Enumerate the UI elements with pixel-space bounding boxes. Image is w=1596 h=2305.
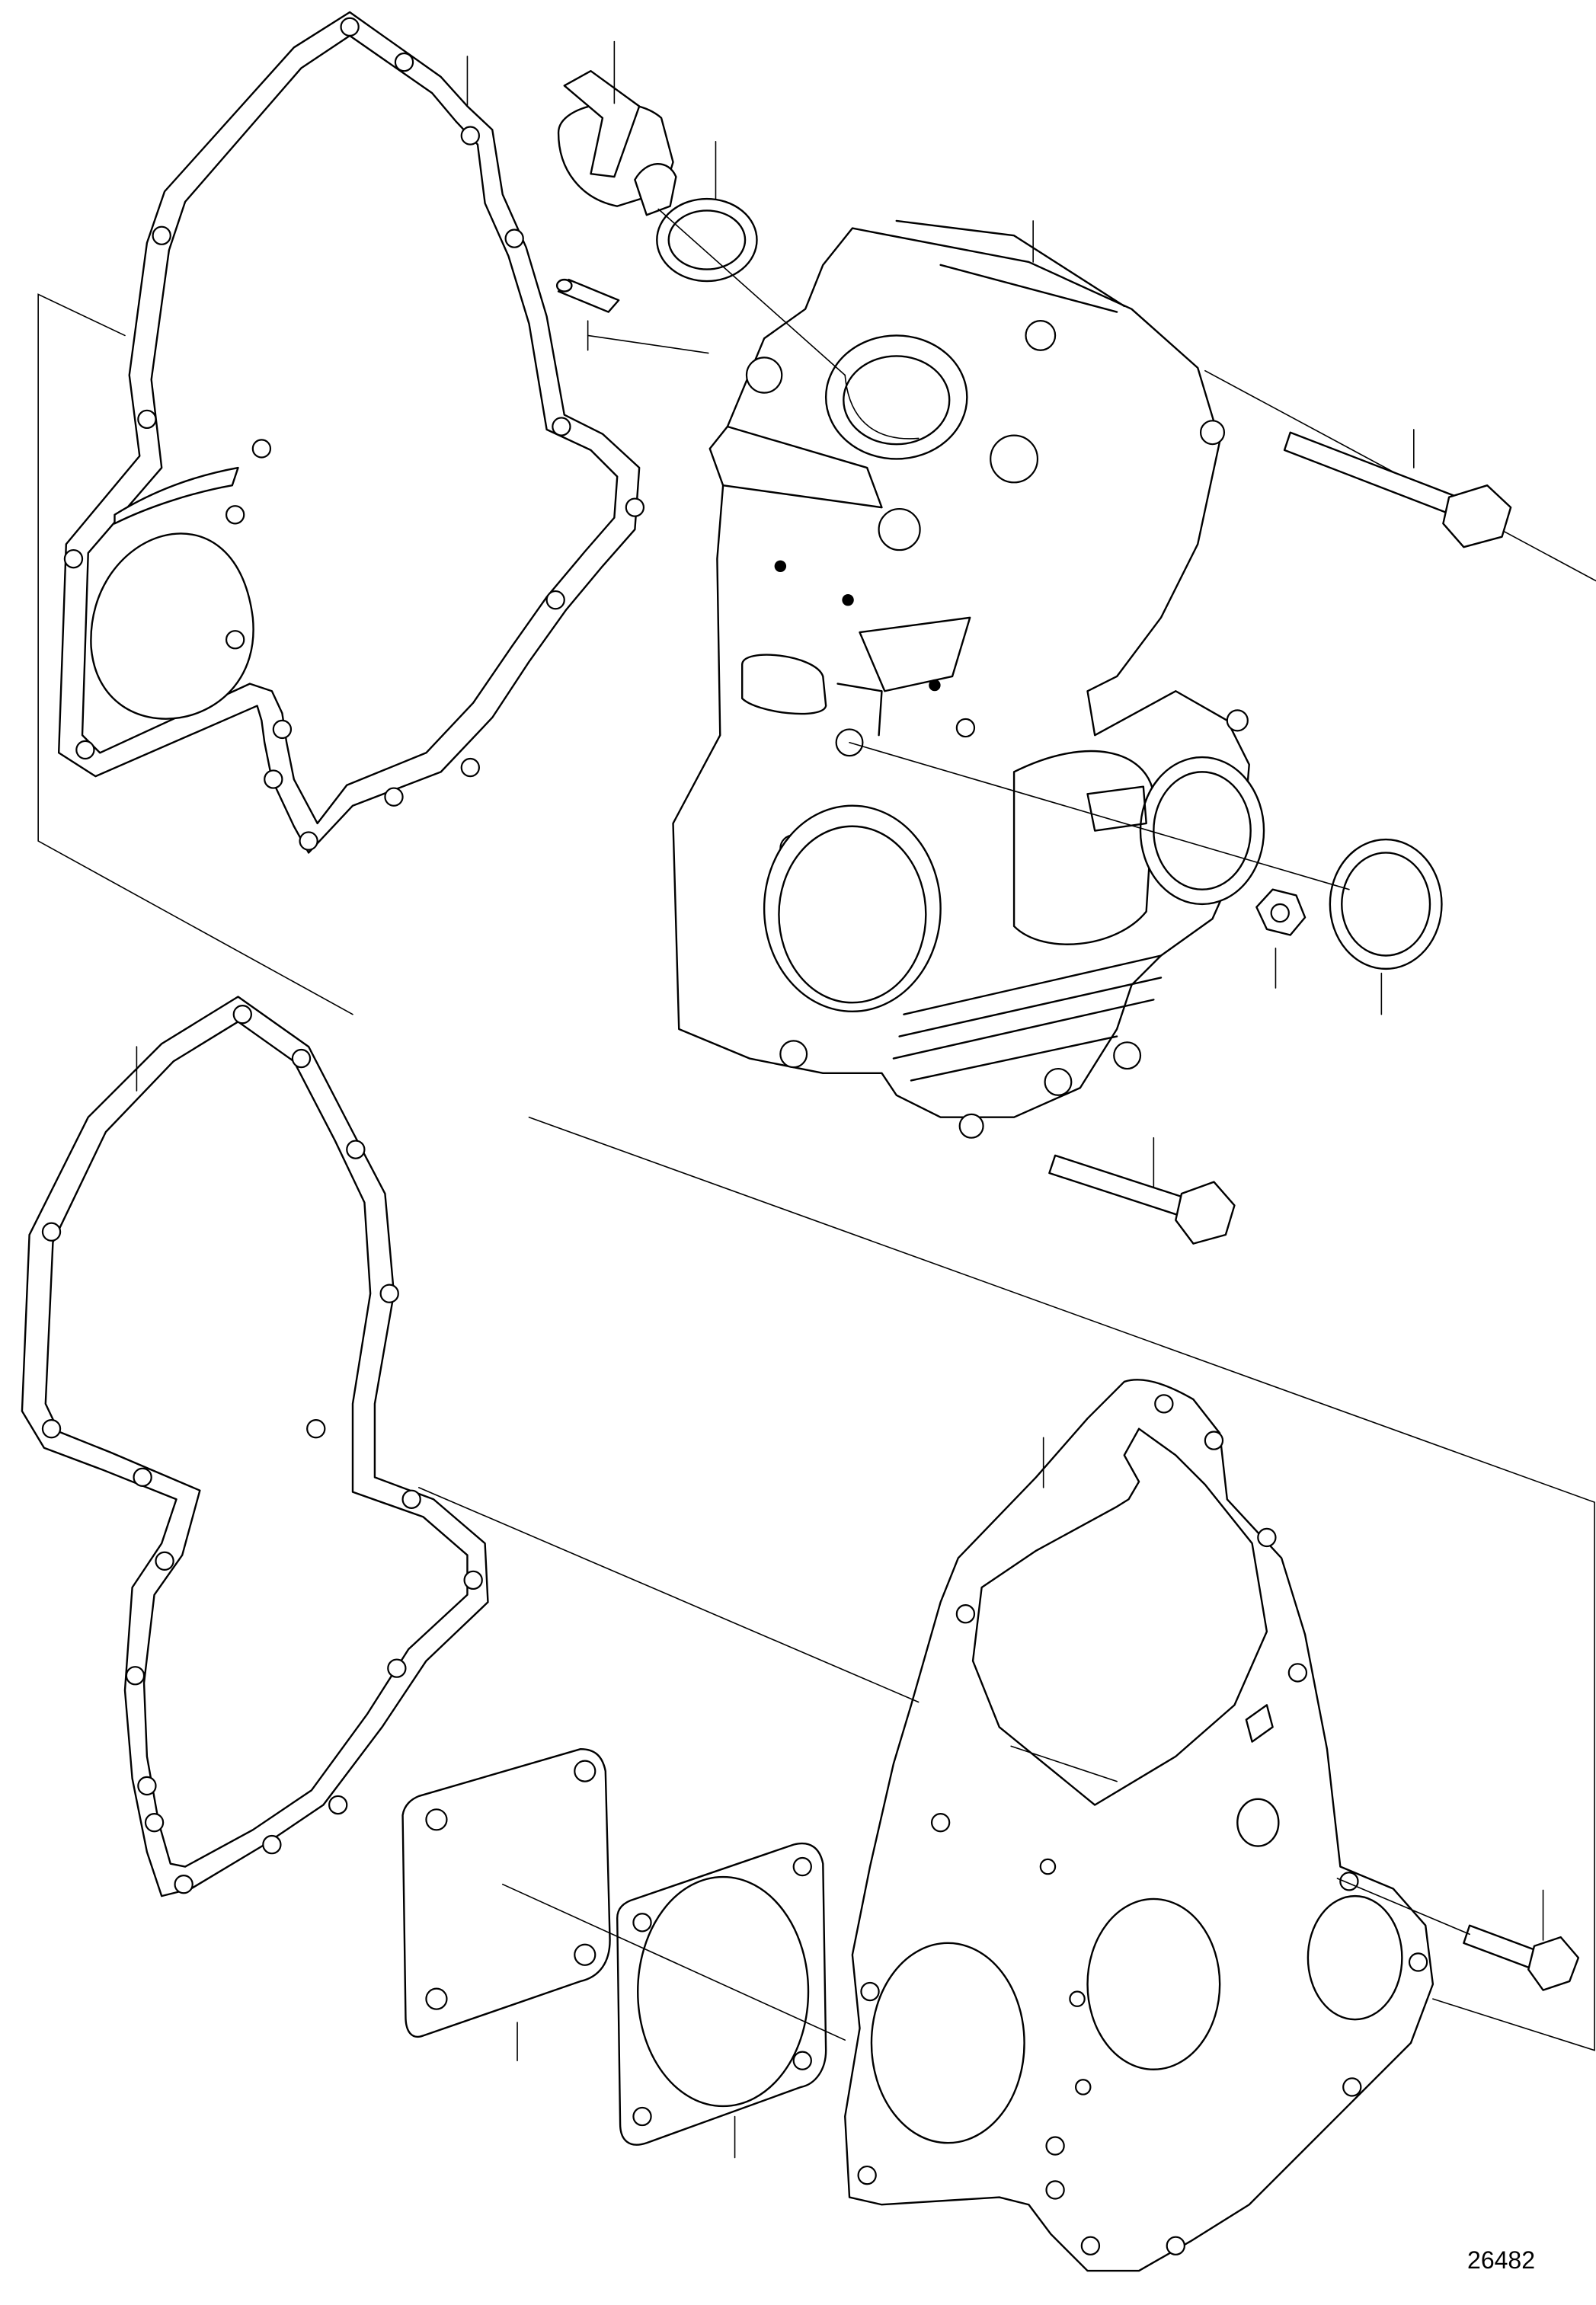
flange-bolt-middle [1049,1156,1234,1244]
o-ring-seal [657,199,756,281]
cover-plate-gasket [617,1843,826,2145]
seal-ring [1330,839,1442,969]
figure-reference-number: 26482 [1467,2246,1535,2274]
upper-timing-gasket [59,12,644,852]
dowel-pin [557,280,619,312]
front-plate-gasket [845,1379,1433,2271]
flange-bolt-lower [1463,1926,1578,1990]
leader-lines [136,42,1543,2158]
oil-filler-cap [558,71,676,215]
timing-cover-housing [673,221,1264,1138]
cover-plate [403,1749,610,2037]
hex-nut [1256,890,1305,935]
lower-timing-gasket [22,997,488,1897]
flange-bolt-upper [1284,433,1511,547]
